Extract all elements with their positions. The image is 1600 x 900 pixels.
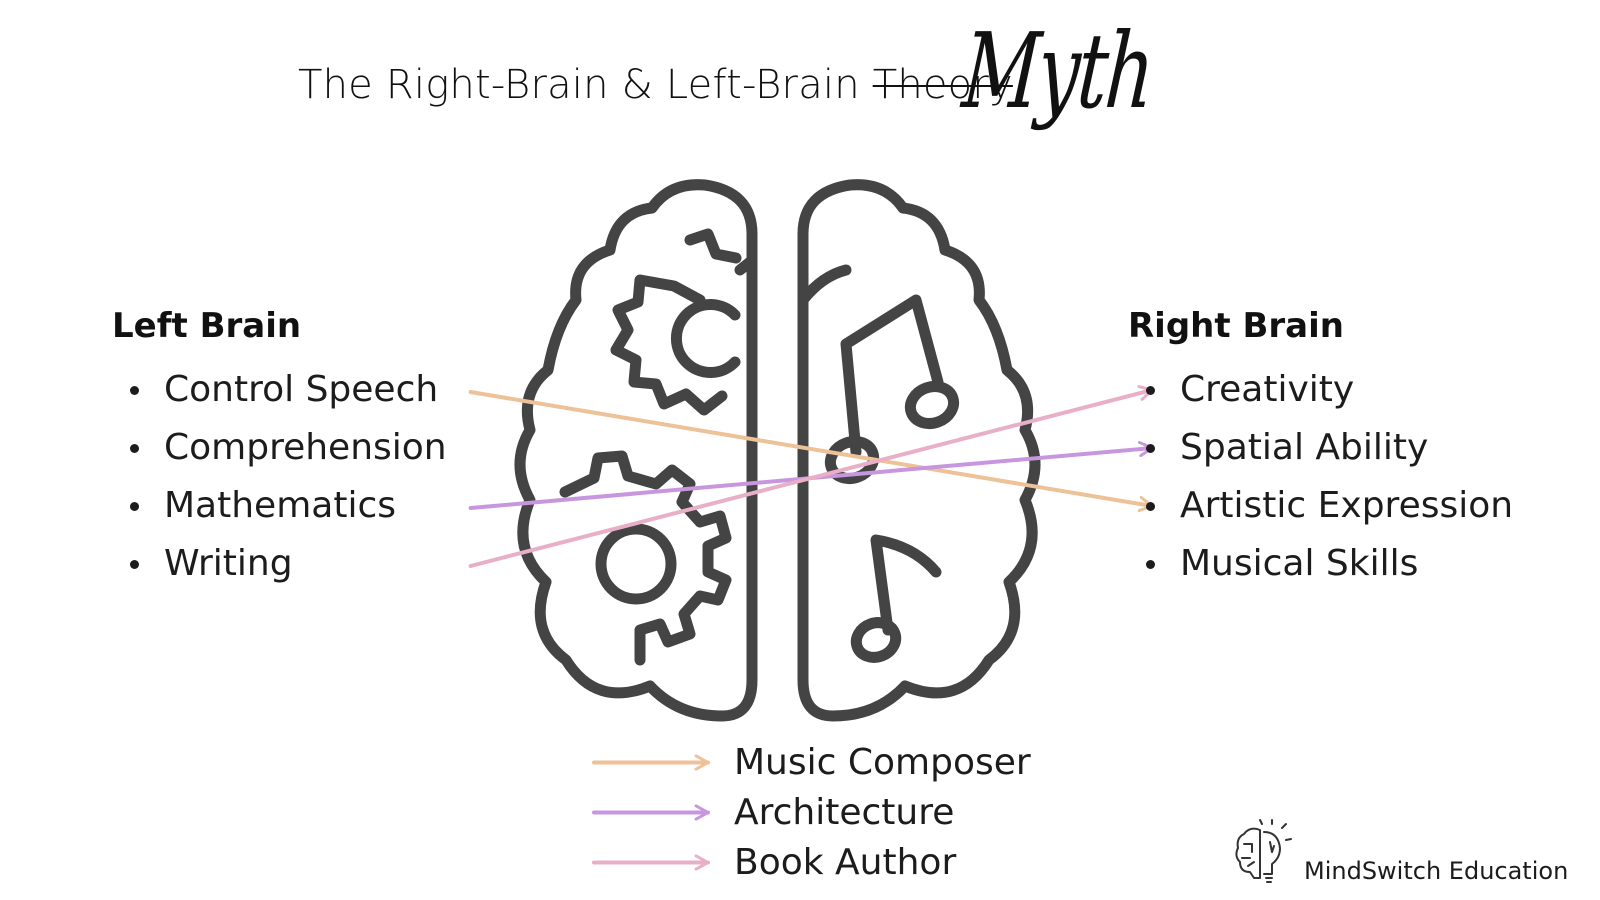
lower-gear-icon bbox=[559, 450, 732, 666]
title-struck-word: Theory bbox=[872, 62, 1013, 108]
upper-gear-inner-arc bbox=[670, 299, 741, 378]
upper-gear-icon bbox=[610, 228, 756, 416]
left-brain-list: Control Speech Comprehension Mathematics… bbox=[130, 368, 447, 600]
left-brain-item-control-speech: Control Speech bbox=[130, 368, 447, 426]
left-brain-heading: Left Brain bbox=[112, 306, 302, 346]
title-prefix: The Right-Brain & Left-Brain bbox=[298, 62, 873, 108]
brand-name: MindSwitch Education bbox=[1304, 857, 1569, 885]
right-brain-list: Creativity Spatial Ability Artistic Expr… bbox=[1146, 368, 1513, 600]
connection-arrow-music-composer bbox=[468, 390, 1154, 506]
right-brain-heading: Right Brain bbox=[1128, 306, 1344, 346]
left-brain-item-mathematics: Mathematics bbox=[130, 484, 447, 542]
page-title: The Right-Brain & Left-Brain Theory bbox=[298, 62, 1013, 108]
music-note-upper-head-1 bbox=[824, 435, 880, 485]
right-brain-item-musical-skills: Musical Skills bbox=[1146, 542, 1513, 600]
brain-lightbulb-icon bbox=[1235, 819, 1292, 883]
legend-label-architecture: Architecture bbox=[734, 792, 955, 833]
lower-gear-center bbox=[595, 523, 677, 605]
right-brain-item-creativity: Creativity bbox=[1146, 368, 1513, 426]
connection-arrow-book-author bbox=[468, 390, 1154, 568]
right-brain-item-spatial-ability: Spatial Ability bbox=[1146, 426, 1513, 484]
legend-label-book-author: Book Author bbox=[734, 842, 957, 883]
right-hemisphere-fold bbox=[797, 264, 852, 306]
legend-label-music-composer: Music Composer bbox=[734, 742, 1031, 783]
music-note-lower-head bbox=[850, 617, 902, 663]
music-note-upper-icon bbox=[840, 294, 944, 458]
right-hemisphere-outline bbox=[797, 179, 1041, 722]
music-note-lower-icon bbox=[870, 534, 942, 636]
left-brain-item-comprehension: Comprehension bbox=[130, 426, 447, 484]
right-brain-item-artistic-expression: Artistic Expression bbox=[1146, 484, 1513, 542]
left-brain-item-writing: Writing bbox=[130, 542, 447, 600]
left-hemisphere-outline bbox=[514, 179, 758, 722]
music-note-upper-head-2 bbox=[904, 380, 960, 430]
